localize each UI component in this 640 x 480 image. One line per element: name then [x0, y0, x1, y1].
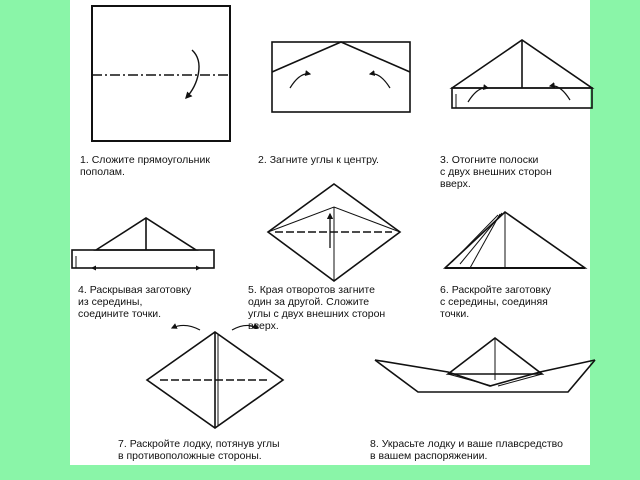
step-1-drawing [91, 5, 231, 142]
step-1-caption: 1. Сложите прямоугольник пополам. [80, 154, 210, 178]
step-6-drawing [442, 210, 588, 269]
step-3-drawing [449, 39, 595, 109]
step-2-caption: 2. Загните углы к центру. [258, 154, 379, 166]
step-4-drawing [71, 217, 215, 271]
step-8-drawing [374, 336, 596, 393]
step-6-caption: 6. Раскройте заготовку с середины, соеди… [440, 284, 551, 320]
step-7-drawing [145, 323, 285, 429]
step-2-drawing [271, 41, 411, 113]
step-7-caption: 7. Раскройте лодку, потянув углы в проти… [118, 438, 280, 462]
step-5-caption: 5. Края отворотов загните один за другой… [248, 284, 386, 332]
step-4-caption: 4. Раскрывая заготовку из середины, соед… [78, 284, 192, 320]
step-5-drawing [266, 183, 402, 282]
step-8-caption: 8. Украсьте лодку и ваше плавсредство в … [370, 438, 563, 462]
step-3-caption: 3. Отогните полоски с двух внешних сторо… [440, 154, 552, 190]
